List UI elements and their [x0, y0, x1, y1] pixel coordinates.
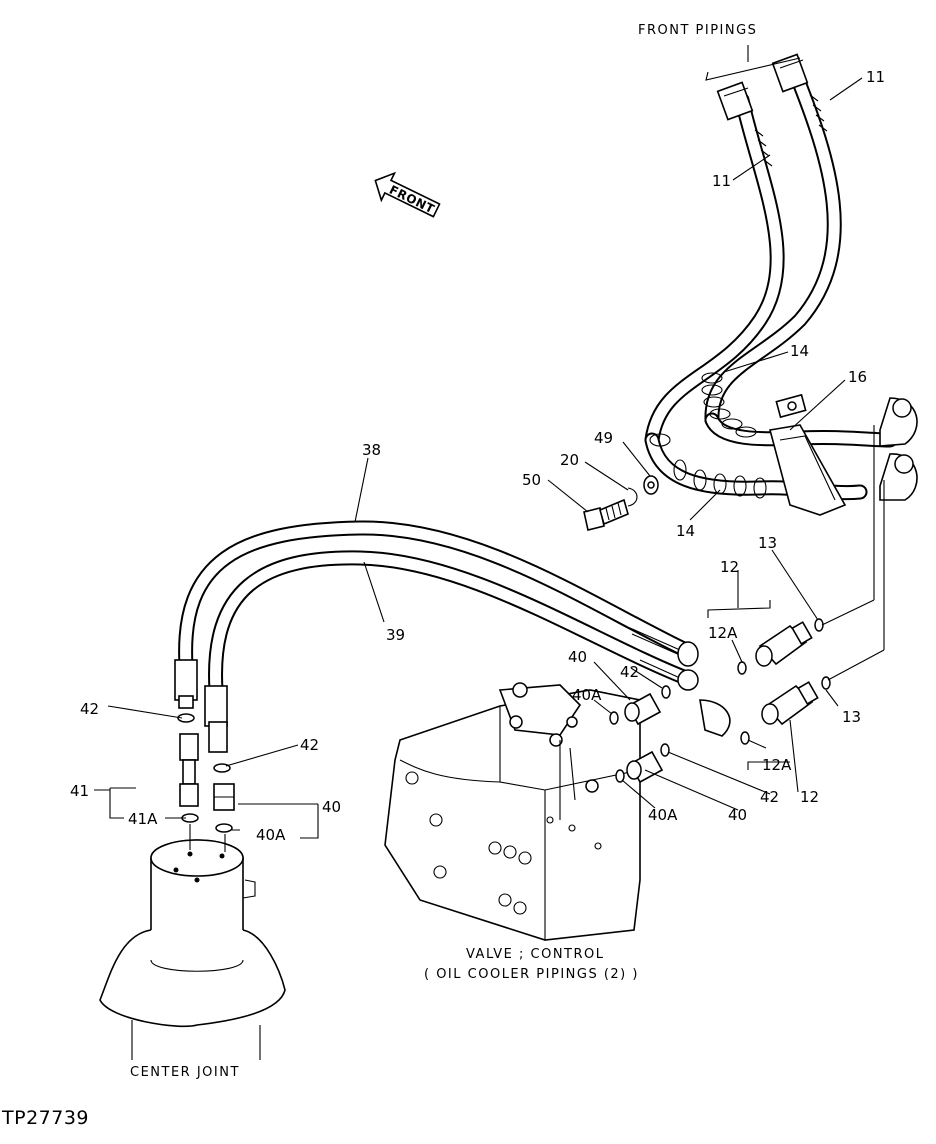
lock-washer[interactable]	[627, 487, 638, 507]
adapter-40-upper[interactable]	[624, 692, 662, 726]
adapter-12-lower[interactable]	[761, 681, 819, 726]
front-hose-pair[interactable]	[644, 53, 842, 448]
leader-lines	[94, 45, 885, 852]
valve-caption-line1: VALVE ; CONTROL	[466, 947, 605, 962]
callout-13-upper: 13	[758, 534, 777, 552]
callout-38: 38	[362, 441, 381, 459]
cooler-hose-pair[interactable]	[174, 520, 731, 753]
callout-40A-center: 40A	[256, 826, 286, 844]
callout-11-left: 11	[712, 172, 731, 190]
callout-16: 16	[848, 368, 867, 386]
o-rings[interactable]	[177, 618, 831, 833]
fitting-40-center[interactable]	[213, 783, 235, 811]
callout-41: 41	[70, 782, 89, 800]
callout-40-lower: 40	[728, 806, 747, 824]
callout-13-lower: 13	[842, 708, 861, 726]
fitting-41[interactable]	[179, 733, 199, 807]
callout-39: 39	[386, 626, 405, 644]
hose-clamp[interactable]	[769, 393, 847, 516]
callout-40-center: 40	[322, 798, 341, 816]
callout-42-lower: 42	[760, 788, 779, 806]
callout-12A-upper: 12A	[708, 624, 738, 642]
callout-20: 20	[560, 451, 579, 469]
callout-12-lower: 12	[800, 788, 819, 806]
mounting-bolt[interactable]	[583, 498, 629, 531]
callout-11-right: 11	[866, 68, 885, 86]
front-arrow-label: FRONT	[387, 183, 437, 217]
callout-50: 50	[522, 471, 541, 489]
valve-caption-line2: ( OIL COOLER PIPINGS (2) )	[424, 967, 639, 982]
front-pipings-label: FRONT PIPINGS	[638, 23, 757, 38]
center-joint-caption: CENTER JOINT	[130, 1065, 240, 1080]
callout-14-upper: 14	[790, 342, 809, 360]
callout-41A: 41A	[128, 810, 158, 828]
center-joint[interactable]	[99, 839, 286, 1060]
labels: FRONT PIPINGS 11 11 14 16 49 20 50 14 38…	[1, 23, 885, 1129]
callout-14-lower: 14	[676, 522, 695, 540]
callout-49: 49	[594, 429, 613, 447]
figure-id: TP27739	[1, 1107, 89, 1129]
callout-40-upper: 40	[568, 648, 587, 666]
callout-42-left: 42	[80, 700, 99, 718]
elbow-fittings-right[interactable]	[879, 397, 918, 501]
callout-12A-lower: 12A	[762, 756, 792, 774]
callout-12-upper: 12	[720, 558, 739, 576]
callout-40A-lower: 40A	[648, 806, 678, 824]
adapter-40-lower[interactable]	[626, 750, 664, 784]
callout-42-upper: 42	[620, 663, 639, 681]
callout-40A-upper: 40A	[572, 686, 602, 704]
callout-42-center: 42	[300, 736, 319, 754]
control-valve[interactable]	[384, 682, 641, 941]
front-direction-arrow: FRONT	[374, 171, 441, 218]
adapter-12-upper[interactable]	[755, 621, 813, 667]
